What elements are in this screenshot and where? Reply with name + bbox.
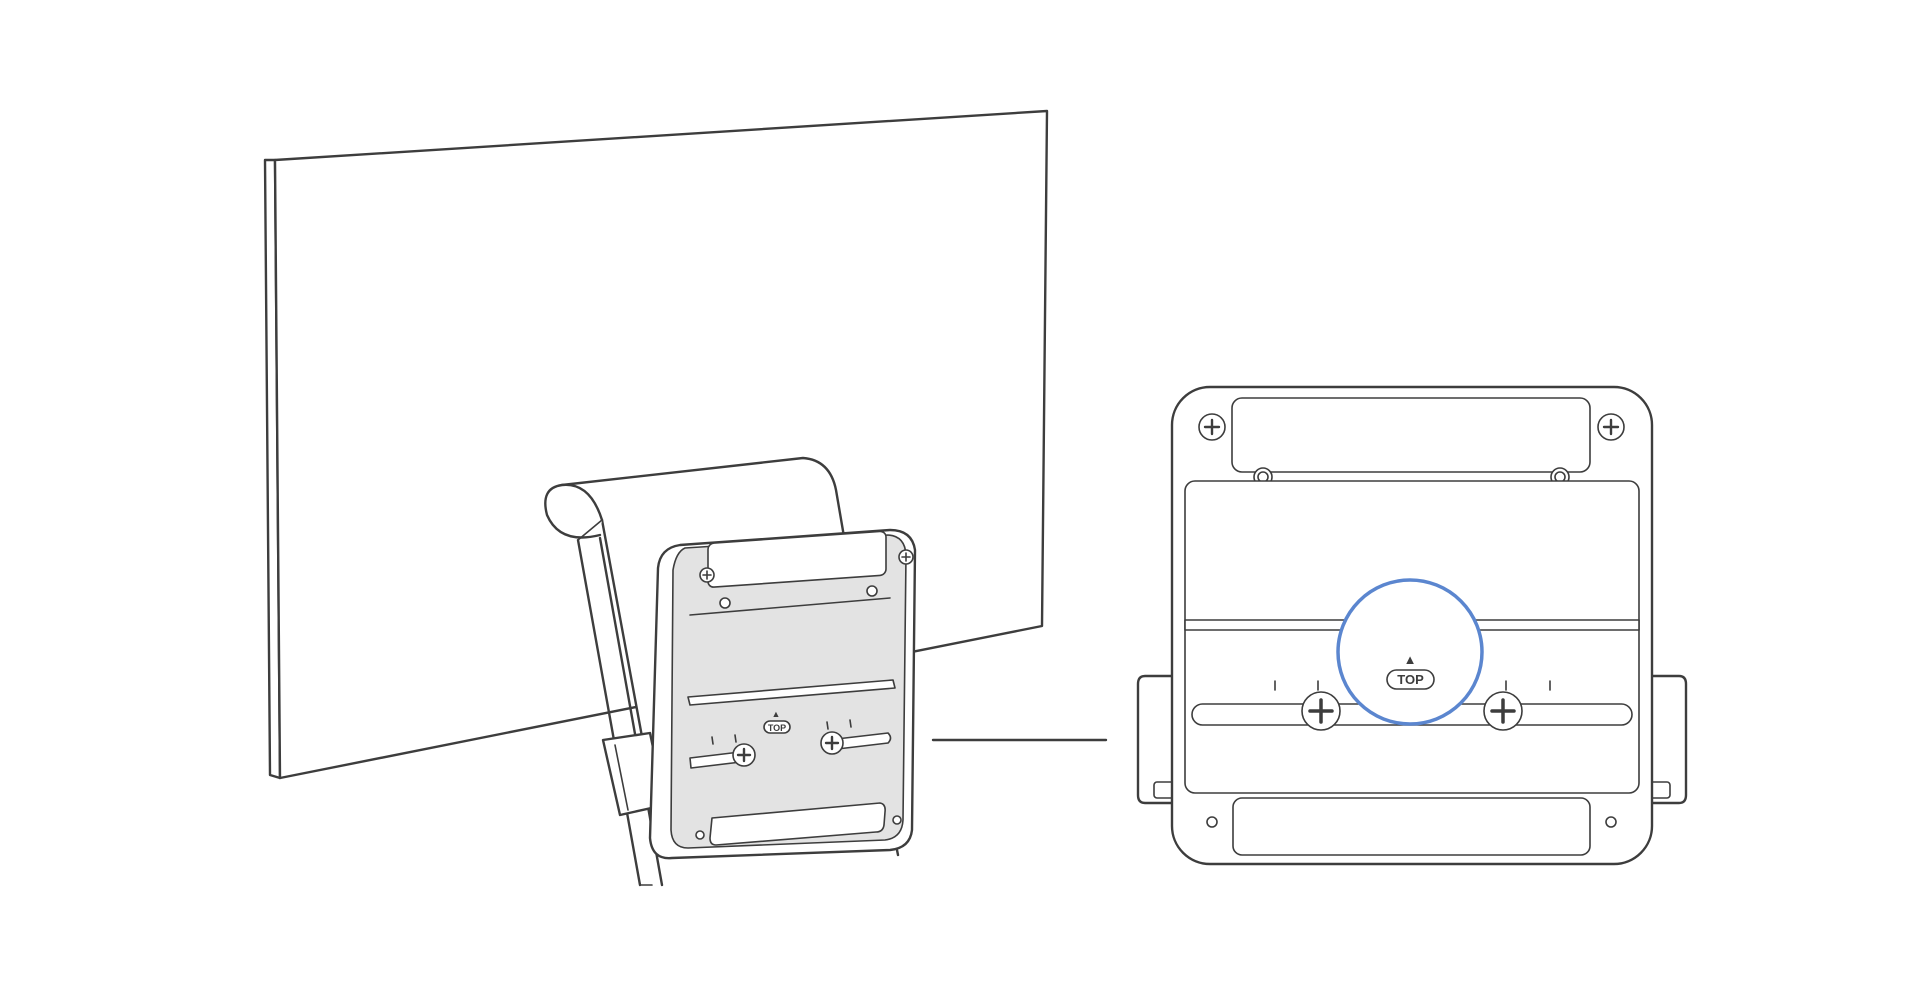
top-slot (1231, 397, 1591, 473)
top-label-badge (1386, 669, 1435, 690)
highlight-circle (1336, 578, 1484, 726)
screw-icon (732, 743, 756, 767)
mounted-bracket: ▲ TOP (648, 528, 917, 860)
bottom-hole-right (1605, 816, 1617, 828)
bracket-detail: ▲ TOP (1136, 385, 1688, 866)
mounted-top-arrow: ▲ (772, 709, 781, 719)
stand-pole-left (576, 538, 642, 887)
mounted-top-label: TOP (768, 723, 786, 733)
mounted-bottom-slot (709, 802, 886, 846)
screw-icon (820, 731, 844, 755)
bottom-hole-left (1206, 816, 1218, 828)
bottom-slot (1232, 797, 1591, 856)
screw-icon (1198, 413, 1226, 441)
side-tab-right (1647, 674, 1688, 805)
mounted-slot-right (827, 732, 892, 751)
screw-icon (1301, 691, 1341, 731)
screw-icon (1597, 413, 1625, 441)
screw-icon (1483, 691, 1523, 731)
side-tab-left (1136, 674, 1177, 805)
top-arrow-icon: ▲ (1404, 652, 1417, 667)
top-label: TOP (1397, 672, 1424, 687)
stand-hinge (544, 483, 604, 539)
